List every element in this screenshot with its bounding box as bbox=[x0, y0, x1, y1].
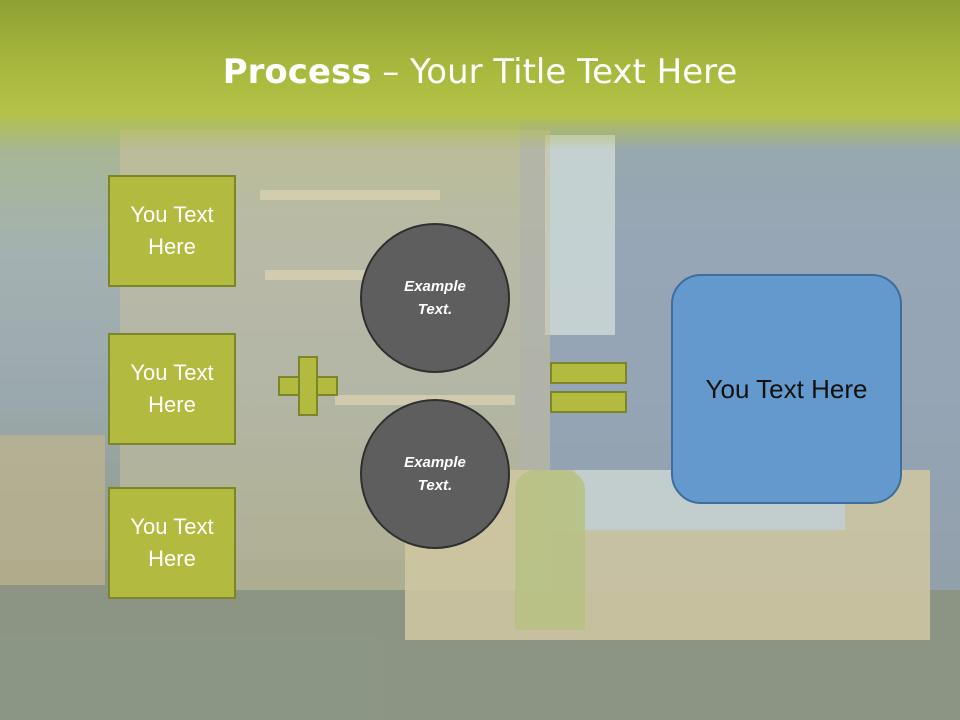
circle-line2: Text. bbox=[417, 301, 453, 318]
input-box-line1: You Text bbox=[130, 360, 214, 385]
background-shelf-board bbox=[260, 190, 440, 200]
input-box-line1: You Text bbox=[130, 514, 214, 539]
title-bold: Process bbox=[222, 52, 372, 92]
equals-icon-bottom bbox=[550, 391, 627, 413]
input-box-line2: Here bbox=[148, 546, 196, 571]
background-bed-headboard bbox=[515, 470, 585, 630]
background-side-table bbox=[0, 435, 105, 585]
circle-line1: Example bbox=[404, 454, 466, 471]
input-box-line1: You Text bbox=[130, 202, 214, 227]
plus-icon-center bbox=[300, 378, 316, 394]
circle-line2: Text. bbox=[417, 477, 453, 494]
slide-title[interactable]: Process – Your Title Text Here bbox=[0, 52, 960, 92]
circle-line1: Example bbox=[404, 278, 466, 295]
title-rest: – Your Title Text Here bbox=[371, 52, 738, 92]
result-box[interactable]: You Text Here bbox=[671, 274, 902, 504]
input-box-line2: Here bbox=[148, 392, 196, 417]
background-window bbox=[545, 135, 615, 335]
equals-icon-top bbox=[550, 362, 627, 384]
result-text: You Text Here bbox=[705, 373, 868, 404]
input-box-line2: Here bbox=[148, 234, 196, 259]
title-band bbox=[0, 0, 960, 150]
